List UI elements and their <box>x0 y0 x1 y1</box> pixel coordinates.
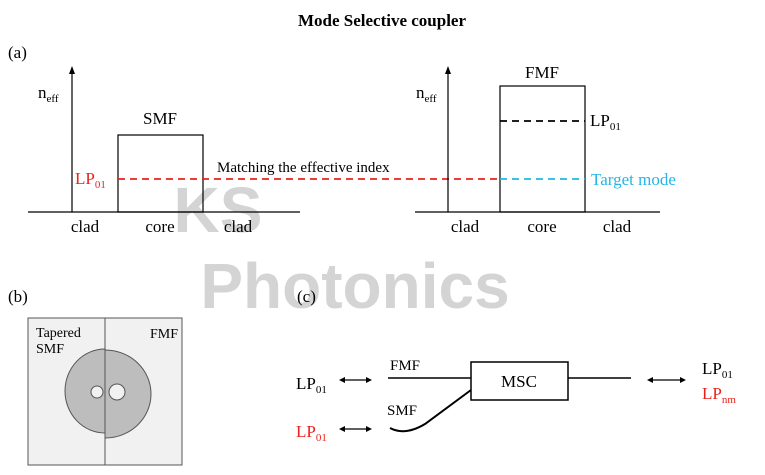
right-clad-label-1: clad <box>451 217 480 236</box>
output-arrow-left-icon <box>647 377 653 383</box>
figure-title: Mode Selective coupler <box>298 11 467 30</box>
smf-core-box <box>117 134 204 213</box>
cross-section-fmf-label: FMF <box>150 327 178 342</box>
output-lpnm: LPnm <box>702 384 736 406</box>
panel-a-right-plot: neff FMF LP01 Target mode clad core clad <box>415 63 676 236</box>
left-neff-label: neff <box>38 83 59 105</box>
smf-core-circle <box>90 385 104 399</box>
panel-a-left-plot: neff SMF LP01 clad core clad <box>28 66 300 236</box>
input-top-arrow-left-icon <box>339 377 345 383</box>
smf-label: SMF <box>143 109 177 128</box>
left-clad-label-2: clad <box>224 217 253 236</box>
msc-fmf-label: FMF <box>390 358 420 374</box>
input-top-lp01: LP01 <box>296 374 327 396</box>
input-bottom-arrow-left-icon <box>339 426 345 432</box>
right-core-label: core <box>527 217 556 236</box>
input-bottom-lp01: LP01 <box>296 422 327 444</box>
panel-a-label: (a) <box>8 43 27 62</box>
panel-c-label: (c) <box>297 287 316 306</box>
fmf-half <box>104 349 152 439</box>
fmf-core-circle <box>108 383 126 401</box>
left-clad-label-1: clad <box>71 217 100 236</box>
tapered-smf-label: SMF <box>36 342 64 357</box>
left-y-axis-arrow-icon <box>69 66 75 74</box>
matching-text: Matching the effective index <box>217 160 390 176</box>
input-bottom-arrow-right-icon <box>366 426 372 432</box>
output-lp01: LP01 <box>702 359 733 381</box>
watermark-line1: KS <box>174 174 263 246</box>
fmf-label: FMF <box>525 63 559 82</box>
right-clad-label-2: clad <box>603 217 632 236</box>
smf-fiber-curve <box>389 389 472 433</box>
right-neff-label: neff <box>416 83 437 105</box>
watermark-line2: Photonics <box>200 250 509 322</box>
fmf-core-box <box>499 85 586 213</box>
left-core-label: core <box>145 217 174 236</box>
output-arrow-right-icon <box>680 377 686 383</box>
panel-b-cross-section: Tapered SMF FMF <box>27 317 183 466</box>
msc-smf-label: SMF <box>387 403 417 419</box>
input-top-arrow-right-icon <box>366 377 372 383</box>
target-mode-label: Target mode <box>591 170 676 189</box>
panel-b-label: (b) <box>8 287 28 306</box>
left-lp01-label: LP01 <box>75 169 106 191</box>
tapered-smf-half <box>64 348 106 434</box>
tapered-label: Tapered <box>36 326 81 341</box>
msc-label: MSC <box>501 372 537 391</box>
right-lp01-label: LP01 <box>590 111 621 133</box>
right-y-axis-arrow-icon <box>445 66 451 74</box>
panel-c-msc-schematic: LP01 LP01 FMF SMF MSC LP01 LPnm <box>296 358 736 444</box>
msc-device-box <box>470 361 569 401</box>
